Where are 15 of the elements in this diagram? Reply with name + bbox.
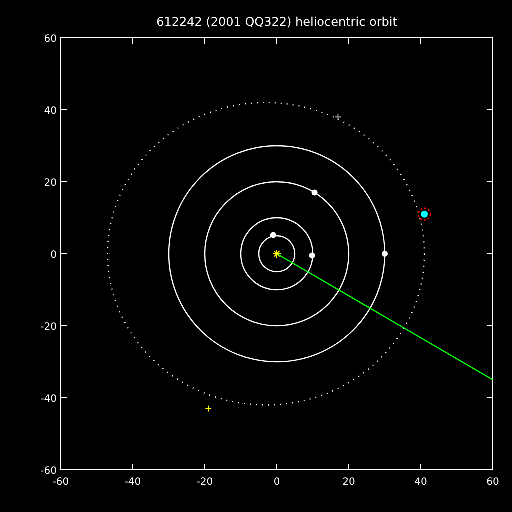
x-tick-label: -20	[196, 477, 214, 488]
y-tick-label: -60	[40, 466, 57, 477]
chart-title: 612242 (2001 QQ322) heliocentric orbit	[156, 15, 398, 29]
x-tick-label: 20	[342, 477, 356, 488]
y-tick-label: 40	[44, 106, 57, 117]
x-tick-label: 0	[274, 477, 280, 488]
x-tick-label: -60	[52, 477, 70, 488]
y-tick-label: -20	[40, 322, 57, 333]
y-tick-label: -40	[40, 394, 57, 405]
x-tick-label: -40	[124, 477, 142, 488]
y-tick-label: 60	[44, 34, 57, 45]
y-tick-label: 20	[44, 178, 57, 189]
y-tick-label: 0	[50, 250, 57, 261]
x-tick-label: 60	[486, 477, 500, 488]
x-tick-label: 40	[414, 477, 428, 488]
